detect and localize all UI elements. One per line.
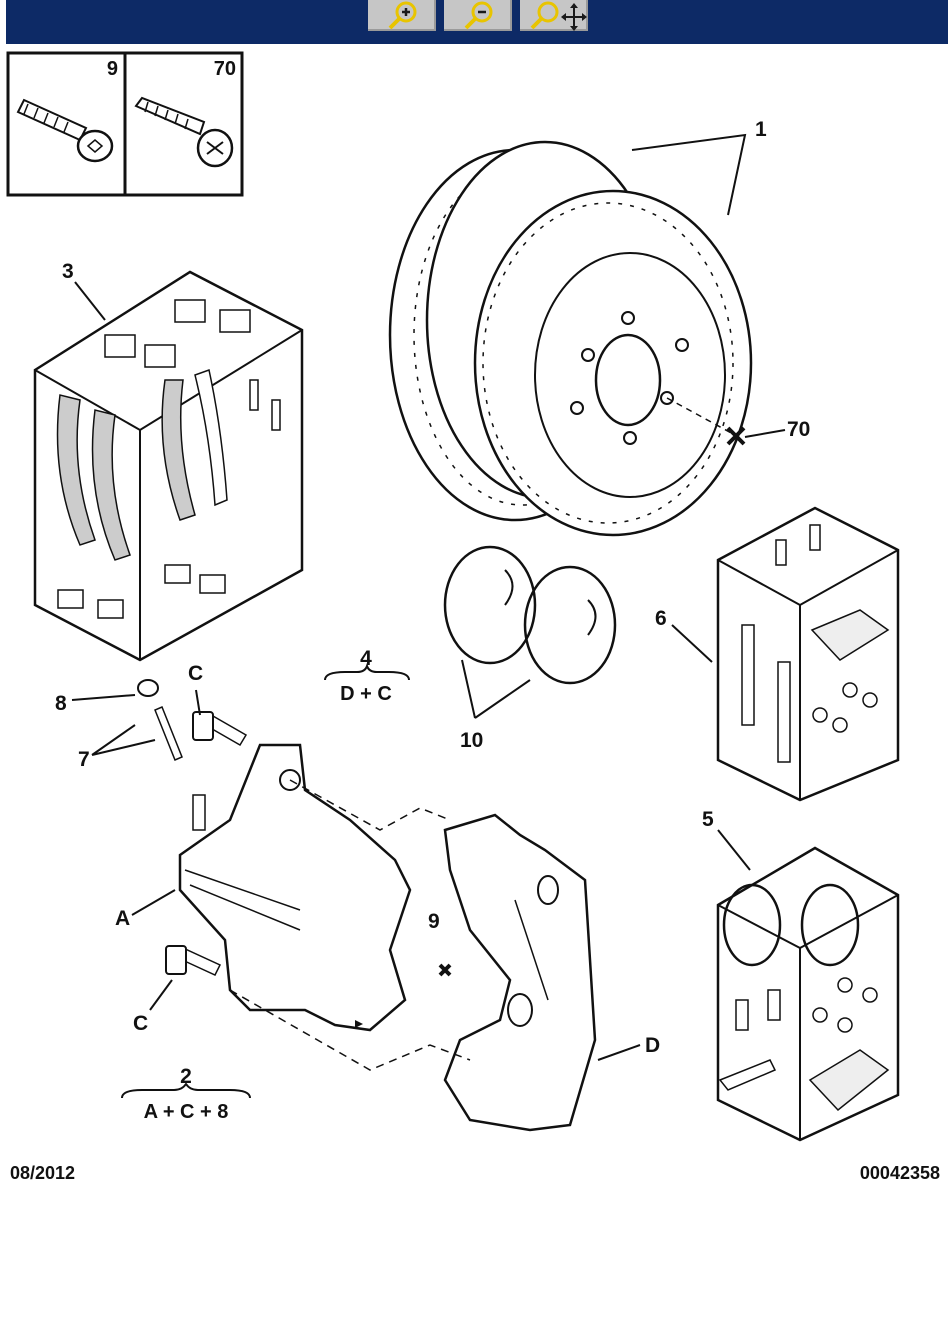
kit-braces: [121, 662, 410, 1099]
inset-label-70: 70: [214, 58, 236, 80]
callout-4-formula: D + C: [340, 683, 392, 705]
callout-10: 10: [460, 729, 483, 752]
callout-7: 7: [78, 748, 90, 771]
torx-screw-icon: [16, 98, 114, 163]
zoom-out-icon: [464, 1, 493, 30]
footer-reference: 00042358: [859, 1163, 940, 1183]
callout-c-top: C: [188, 662, 203, 685]
callout-70: 70: [787, 418, 810, 441]
assembly-dash-lines: [229, 779, 471, 1071]
caliper-bracket: [443, 813, 597, 1132]
callout-4: 4: [360, 647, 372, 670]
callout-5: 5: [702, 808, 714, 831]
callout-1: 1: [755, 118, 767, 141]
leader-lines: [71, 133, 786, 1061]
footer-date: 08/2012: [10, 1163, 76, 1183]
callout-a: A: [115, 907, 130, 930]
callout-6: 6: [655, 607, 667, 630]
pad-kit-box: [33, 270, 304, 662]
spring-clips: [443, 545, 617, 685]
zoom-pan-icon: [530, 1, 587, 31]
callout-2-formula: A + C + 8: [144, 1101, 229, 1123]
seal-kit-box: [716, 846, 900, 1142]
caliper-housing: [178, 743, 412, 1032]
zoom-out-button[interactable]: [444, 0, 512, 31]
callout-d: D: [645, 1034, 660, 1057]
zoom-in-button[interactable]: [368, 0, 436, 31]
zoom-in-icon: [388, 1, 417, 30]
inset-label-9: 9: [107, 58, 118, 80]
callout-3: 3: [62, 260, 74, 283]
callout-8: 8: [55, 692, 67, 715]
bolts: [137, 679, 248, 976]
toolbar: [6, 0, 948, 44]
guide-pin-kit-box: [716, 506, 900, 802]
callout-9: 9: [428, 910, 440, 933]
brake-disc-illustration: [388, 140, 753, 537]
callout-c-bottom: C: [133, 1012, 148, 1035]
phillips-screw-icon: [134, 96, 234, 168]
zoom-pan-button[interactable]: [520, 0, 588, 31]
callout-2: 2: [180, 1065, 192, 1088]
screw-inset: 9 70: [6, 51, 244, 197]
